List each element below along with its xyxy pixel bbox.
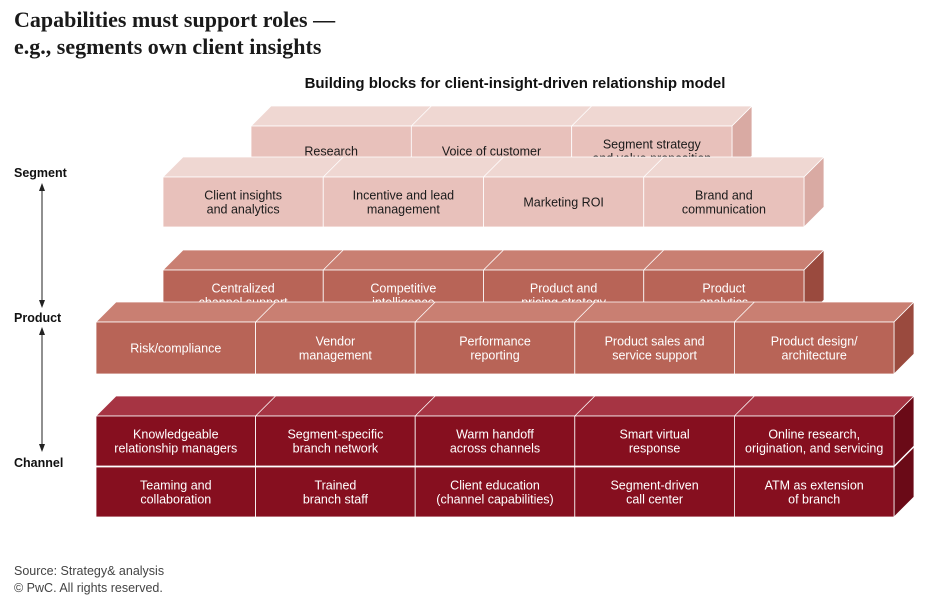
- block-label: Segment strategy: [603, 138, 702, 152]
- block-label: management: [299, 349, 372, 363]
- block-label: Product sales and: [605, 335, 705, 349]
- page-title: Capabilities must support roles — e.g., …: [14, 6, 335, 60]
- block-label: of branch: [788, 493, 840, 507]
- product-channel-arrow-icon: [39, 327, 45, 452]
- block-label: management: [367, 203, 440, 217]
- block-label: Online research,: [768, 428, 860, 442]
- block-label: (channel capabilities): [436, 493, 553, 507]
- block-label: Incentive and lead: [353, 189, 455, 203]
- copyright-note: © PwC. All rights reserved.: [14, 581, 163, 595]
- block-label: Knowledgeable: [133, 428, 219, 442]
- block-label: Marketing ROI: [523, 196, 604, 210]
- block-label: collaboration: [140, 493, 211, 507]
- building-block: Marketing ROI: [483, 176, 645, 228]
- block-label: response: [629, 442, 680, 456]
- block-label: Client education: [450, 479, 540, 493]
- block-label: Competitive: [370, 282, 436, 296]
- building-blocks-diagram: Research Voice of customer Segment strateg…: [95, 105, 915, 518]
- channel-top-top-face: [95, 395, 915, 417]
- block-label: Trained: [314, 479, 356, 493]
- block-label: and analytics: [207, 203, 280, 217]
- building-block: Online research,origination, and servici…: [734, 415, 895, 467]
- segment-top-top-face: [250, 105, 753, 127]
- block-label: call center: [626, 493, 683, 507]
- block-label: branch network: [293, 442, 379, 456]
- block-label: origination, and servicing: [745, 442, 883, 456]
- block-label: Client insights: [204, 189, 282, 203]
- product-label: Product: [14, 311, 62, 325]
- building-block: Product design/architecture: [734, 321, 895, 375]
- block-label: Vendor: [316, 335, 356, 349]
- title-line-1: Capabilities must support roles —: [14, 7, 336, 32]
- title-line-2: e.g., segments own client insights: [14, 34, 322, 59]
- block-label: Teaming and: [140, 479, 212, 493]
- block-label: Product: [702, 282, 746, 296]
- building-block: Client education(channel capabilities): [414, 466, 576, 518]
- block-label: Voice of customer: [442, 145, 541, 159]
- block-label: communication: [682, 203, 766, 217]
- block-label: Research: [304, 145, 358, 159]
- channel-label: Channel: [14, 456, 64, 470]
- block-label: Segment-driven: [610, 479, 698, 493]
- block-label: Product and: [530, 282, 597, 296]
- block-label: Smart virtual: [620, 428, 690, 442]
- block-label: Segment-specific: [287, 428, 383, 442]
- block-label: branch staff: [303, 493, 369, 507]
- block-label: Brand and: [695, 189, 753, 203]
- segment-label: Segment: [14, 166, 67, 180]
- diagram-subtitle: Building blocks for client-insight-drive…: [304, 75, 726, 92]
- building-block: Risk/compliance: [95, 321, 257, 375]
- block-label: Risk/compliance: [130, 342, 221, 356]
- block-label: ATM as extension: [765, 479, 864, 493]
- block-label: Warm handoff: [456, 428, 534, 442]
- block-label: Performance: [459, 335, 531, 349]
- block-label: architecture: [782, 349, 847, 363]
- source-note: Source: Strategy& analysis: [14, 564, 165, 578]
- block-label: reporting: [470, 349, 519, 363]
- block-label: service support: [612, 349, 697, 363]
- product-bottom-top-face: [95, 301, 915, 323]
- block-label: across channels: [450, 442, 540, 456]
- segment-product-arrow-icon: [39, 183, 45, 308]
- block-label: Product design/: [771, 335, 858, 349]
- block-label: Centralized: [212, 282, 275, 296]
- block-label: relationship managers: [114, 442, 237, 456]
